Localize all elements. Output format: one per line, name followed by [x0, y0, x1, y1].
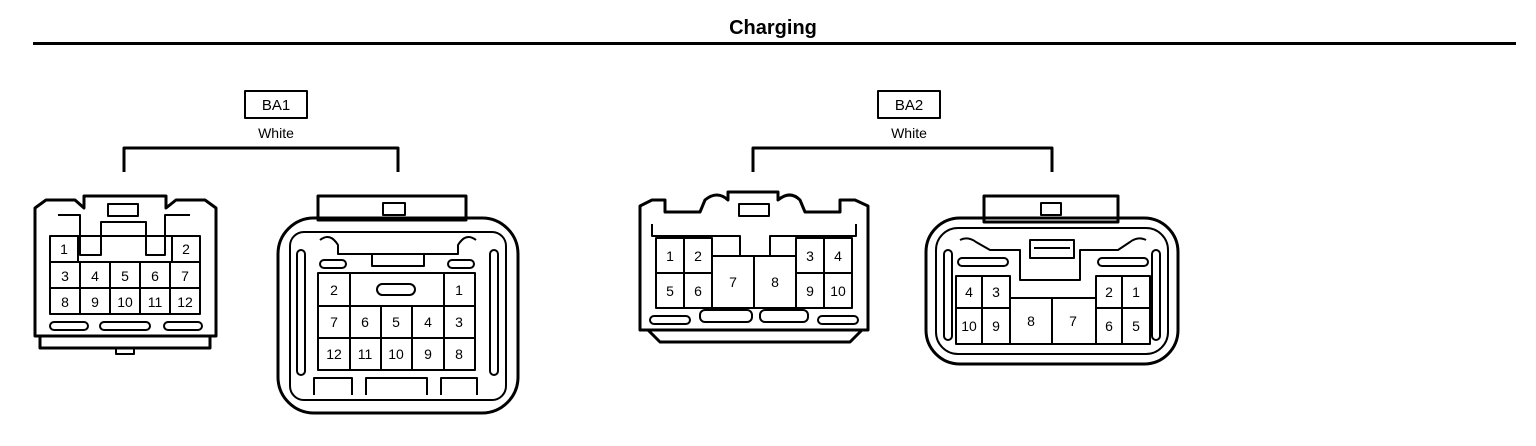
pin-label: 7 [1069, 313, 1077, 329]
pin-label: 10 [961, 318, 977, 334]
pin-label: 3 [992, 284, 1000, 300]
ba2-label-group: BA2 White [751, 90, 1054, 172]
pin-label: 9 [424, 346, 432, 362]
pin-label: 8 [771, 274, 779, 290]
pin-label: 7 [330, 314, 338, 330]
pin-label: 6 [151, 268, 159, 284]
pin-label: 6 [361, 314, 369, 330]
ba1-label: BA1 [262, 97, 290, 114]
page-title: Charging [729, 17, 817, 39]
pin-label: 8 [61, 294, 69, 310]
pin-label: 2 [694, 248, 702, 264]
pin-label: 4 [424, 314, 432, 330]
pin-label: 8 [455, 346, 463, 362]
ba2-bracket [751, 146, 1054, 172]
pin-label: 1 [455, 282, 463, 298]
pin-label: 11 [358, 346, 373, 362]
pin-label: 4 [91, 268, 99, 284]
pin-label: 7 [729, 274, 737, 290]
pin-label: 9 [992, 318, 1000, 334]
pin-label: 2 [1105, 284, 1113, 300]
pin-label: 9 [806, 283, 814, 299]
pin-label: 11 [148, 294, 163, 310]
ba1-left-connector [33, 194, 218, 355]
pin-label: 5 [666, 283, 674, 299]
ba1-color: White [258, 125, 294, 141]
pin-label: 4 [834, 248, 842, 264]
title-rule [33, 42, 1516, 45]
pin-label: 5 [392, 314, 400, 330]
ba2-left-connector [638, 190, 870, 344]
ba1-right-connector [276, 194, 520, 415]
pin-label: 12 [326, 346, 342, 362]
ba2-label: BA2 [895, 97, 923, 114]
pin-label: 5 [1132, 318, 1140, 334]
ba2-right-connector [924, 194, 1180, 366]
ba2-color: White [891, 125, 927, 141]
ba1-label-group: BA1 White [122, 90, 400, 172]
ba1-bracket [122, 146, 400, 172]
pin-label: 1 [666, 248, 674, 264]
pin-label: 2 [182, 241, 190, 257]
pin-label: 7 [181, 268, 189, 284]
pin-label: 6 [1105, 318, 1113, 334]
pin-label: 3 [806, 248, 814, 264]
pin-label: 6 [694, 283, 702, 299]
pin-label: 1 [1132, 284, 1140, 300]
pin-label: 10 [388, 346, 404, 362]
pin-label: 10 [117, 294, 133, 310]
pin-label: 3 [455, 314, 463, 330]
pin-label: 10 [830, 283, 846, 299]
pin-label: 8 [1027, 313, 1035, 329]
pin-label: 12 [177, 294, 193, 310]
pin-label: 3 [61, 268, 69, 284]
pin-label: 5 [121, 268, 129, 284]
ba1-label-box [244, 90, 308, 119]
pin-label: 1 [60, 241, 68, 257]
ba2-label-box [877, 90, 941, 119]
pin-label: 9 [91, 294, 99, 310]
pin-label: 4 [965, 284, 973, 300]
pin-label: 2 [330, 282, 338, 298]
